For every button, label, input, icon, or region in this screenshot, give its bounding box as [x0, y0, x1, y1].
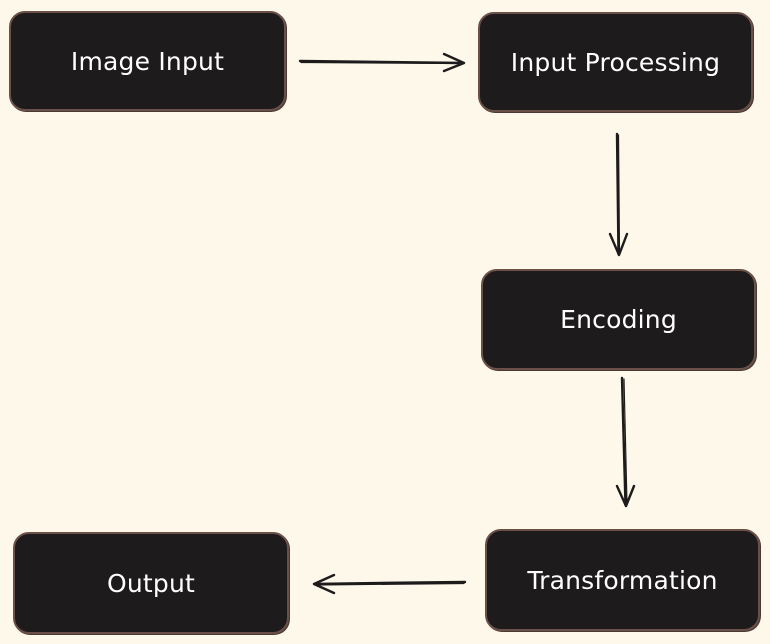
node-label: Image Input	[70, 46, 225, 76]
node-label: Output	[106, 568, 196, 598]
node-transformation[interactable]: Transformation	[485, 529, 760, 631]
node-image-input[interactable]: Image Input	[9, 11, 286, 111]
arrow-input-processing-to-encoding	[608, 132, 629, 257]
node-input-processing[interactable]: Input Processing	[478, 12, 753, 112]
node-output[interactable]: Output	[13, 532, 289, 634]
arrow-encoding-to-transformation	[615, 376, 636, 508]
arrow-image-input-to-input-processing	[298, 52, 466, 73]
node-label: Encoding	[560, 305, 677, 334]
arrow-transformation-to-output	[312, 573, 467, 595]
node-encoding[interactable]: Encoding	[481, 269, 756, 370]
node-label: Transformation	[527, 565, 718, 595]
node-label: Input Processing	[510, 47, 721, 77]
